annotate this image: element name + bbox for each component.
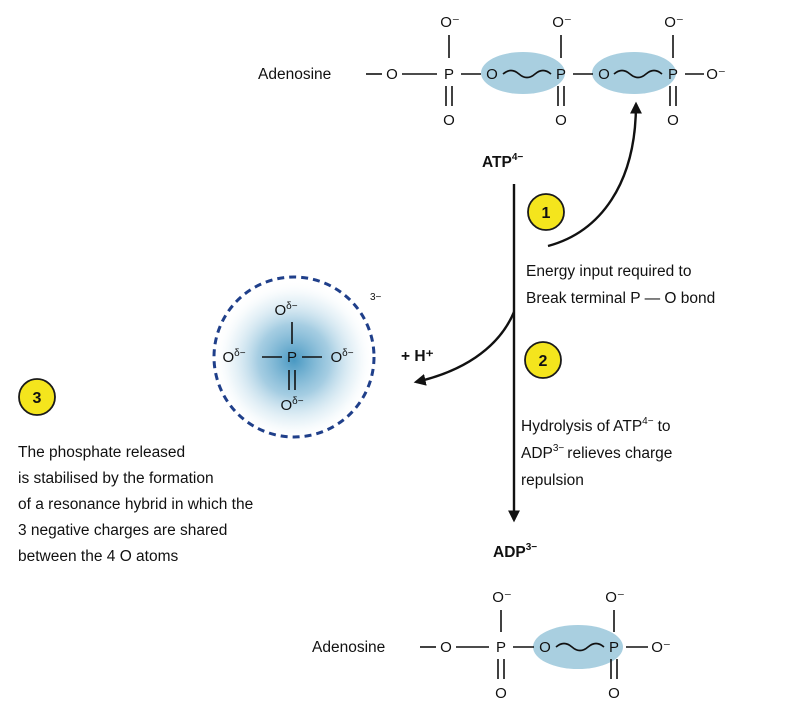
step-2-badge: 2 <box>524 341 562 379</box>
phosphate-dashed-ring <box>212 275 376 439</box>
phosphate-glow <box>214 277 374 437</box>
atp-high-energy-bond-1 <box>502 69 552 79</box>
atp-anhydride-highlight-2 <box>592 52 676 94</box>
atp-oxygen-minus-gamma: O⁻ <box>664 14 684 31</box>
atp-label: ATP4− <box>482 152 523 171</box>
adp-terminal-oxygen: O⁻ <box>651 639 671 656</box>
adp-oxygen-minus-beta: O⁻ <box>605 589 625 606</box>
atp-adenosine-label: Adenosine <box>258 66 331 83</box>
step-2-number: 2 <box>539 353 548 370</box>
step-3-line-1: The phosphate released <box>18 444 185 461</box>
atp-oxygen-minus-alpha: O⁻ <box>440 14 460 31</box>
atp-phosphorus-beta: P <box>556 66 566 83</box>
step-3-line-4: 3 negative charges are shared <box>18 522 227 539</box>
atp-oxygen-minus-beta: O⁻ <box>552 14 572 31</box>
atp-oxygen-3: O <box>598 66 610 83</box>
phosphate-ion-charge: 3− <box>370 292 382 303</box>
step-1-number: 1 <box>542 205 551 222</box>
atp-oxygen-2: O <box>486 66 498 83</box>
adp-oxygen-double-beta: O <box>608 685 620 702</box>
step-3-line-2: is stabilised by the formation <box>18 470 214 487</box>
step-3-line-3: of a resonance hybrid in which the <box>18 496 253 513</box>
step-2-line-2: ADP3−relieves charge <box>521 443 672 462</box>
adp-oxygen-2: O <box>539 639 551 656</box>
adp-adenosine-label: Adenosine <box>312 639 385 656</box>
phosphate-release-arrow <box>413 311 516 386</box>
step-1-line-2: Break terminal P — O bond <box>526 290 715 307</box>
step-3-number: 3 <box>33 390 42 407</box>
atp-high-energy-bond-2 <box>613 69 663 79</box>
adp-oxygen-minus-alpha: O⁻ <box>492 589 512 606</box>
phosphate-oxygen-top: Oδ− <box>274 301 297 319</box>
proton-label: + H⁺ <box>401 348 434 365</box>
adp-label: ADP3− <box>493 542 537 561</box>
atp-oxygen-double-gamma: O <box>667 112 679 129</box>
step-3-text: The phosphate released is stabilised by … <box>18 444 253 565</box>
phosphate-oxygen-left: Oδ− <box>222 348 245 366</box>
adp-anhydride-highlight <box>533 625 623 669</box>
step-1-line-1: Energy input required to <box>526 263 691 280</box>
atp-molecule: Adenosine O P O P O P O⁻ O⁻ O⁻ O⁻ O O O … <box>258 14 726 171</box>
phosphate-oxygen-bottom: Oδ− <box>280 396 303 414</box>
phosphate-oxygen-right: Oδ− <box>330 348 353 366</box>
step-1-text: Energy input required to Break terminal … <box>526 263 715 307</box>
energy-input-arrow <box>547 101 642 248</box>
step-2-line-3: repulsion <box>521 472 584 489</box>
atp-oxygen-1: O <box>386 66 398 83</box>
phosphate-resonance-hybrid: 3− Oδ− P Oδ− Oδ− Oδ− <box>212 275 382 439</box>
atp-terminal-oxygen: O⁻ <box>706 66 726 83</box>
atp-phosphorus-gamma: P <box>668 66 678 83</box>
step-1-badge: 1 <box>527 193 565 231</box>
step-2-line-1: Hydrolysis of ATP4−to <box>521 416 671 435</box>
atp-anhydride-highlight-1 <box>481 52 565 94</box>
phosphate-phosphorus: P <box>287 349 297 366</box>
adp-oxygen-double-alpha: O <box>495 685 507 702</box>
atp-oxygen-double-beta: O <box>555 112 567 129</box>
atp-phosphorus-alpha: P <box>444 66 454 83</box>
atp-oxygen-double-alpha: O <box>443 112 455 129</box>
adp-high-energy-bond <box>555 642 605 652</box>
adp-oxygen-1: O <box>440 639 452 656</box>
adp-phosphorus-alpha: P <box>496 639 506 656</box>
step-3-badge: 3 <box>18 378 56 416</box>
step-3-line-5: between the 4 O atoms <box>18 548 179 565</box>
step-2-text: Hydrolysis of ATP4−to ADP3−relieves char… <box>521 416 672 489</box>
adp-phosphorus-beta: P <box>609 639 619 656</box>
adp-molecule: Adenosine O P O P O⁻ O⁻ O⁻ O O <box>312 589 671 702</box>
